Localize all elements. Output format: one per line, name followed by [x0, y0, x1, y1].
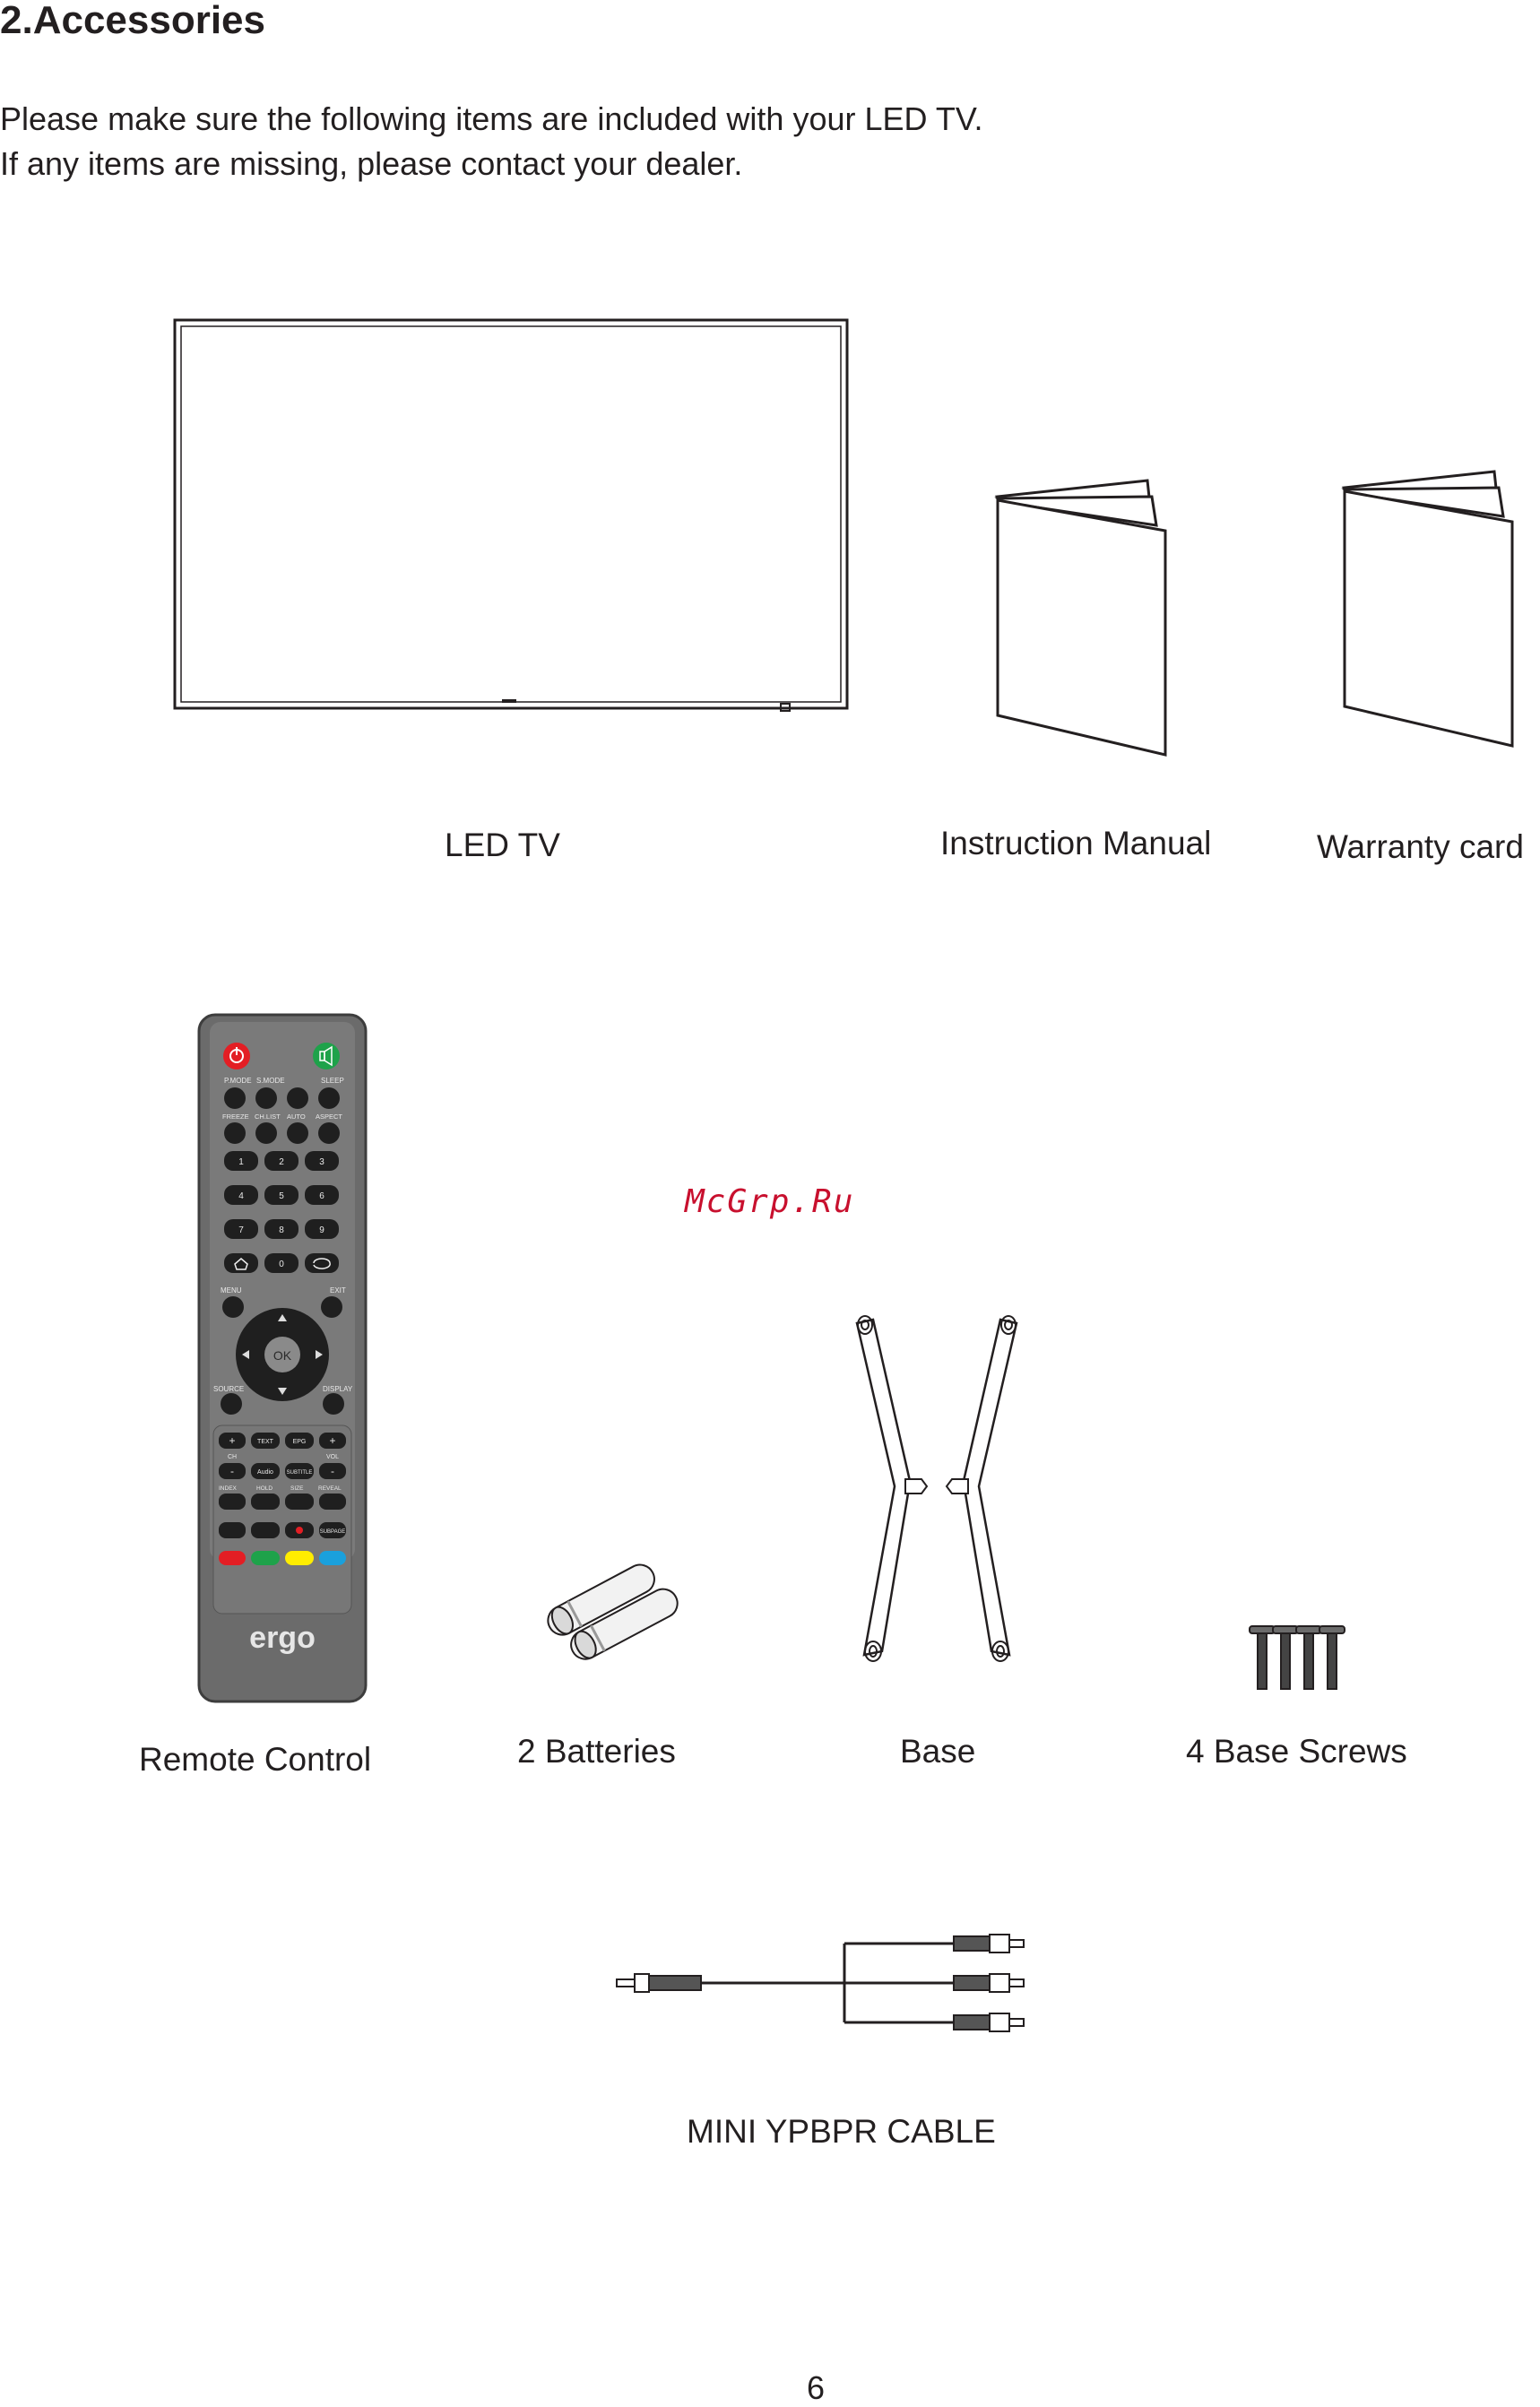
base-illustration	[855, 1315, 1018, 1662]
remote-label-hold: HOLD	[256, 1485, 273, 1492]
remote-label-display: DISPLAY	[323, 1385, 353, 1393]
remote-key-9: 9	[319, 1225, 324, 1235]
remote-label-reveal: REVEAL	[318, 1485, 342, 1492]
record-icon	[296, 1527, 303, 1534]
remote-ok-label: OK	[273, 1348, 292, 1363]
remote-label-subtitle: SUBTITLE	[287, 1470, 313, 1476]
caption-base: Base	[900, 1733, 976, 1770]
page-number: 6	[807, 2369, 826, 2406]
remote-key-3: 3	[319, 1157, 324, 1167]
svg-text:-: -	[331, 1465, 334, 1477]
left-arrow-icon	[242, 1350, 249, 1359]
remote-label-index: INDEX	[219, 1485, 238, 1492]
intro-line-2: If any items are missing, please contact…	[0, 145, 743, 182]
caption-batteries: 2 Batteries	[517, 1733, 676, 1770]
remote-label-menu: MENU	[221, 1286, 242, 1294]
remote-label-pmode: P.MODE	[224, 1077, 252, 1085]
watermark: McGrp.Ru	[685, 1183, 855, 1220]
remote-label-auto: AUTO	[287, 1113, 306, 1121]
remote-label-epg: EPG	[293, 1439, 307, 1445]
remote-label-chlist: CH.LIST	[255, 1113, 281, 1121]
svg-text:-: -	[230, 1465, 234, 1477]
caption-warranty-card: Warranty card	[1317, 828, 1524, 865]
remote-label-sleep: SLEEP	[321, 1077, 344, 1085]
warranty-card-illustration	[1341, 470, 1514, 748]
remote-label-ch: CH	[228, 1454, 237, 1460]
remote-key-0: 0	[279, 1260, 284, 1269]
red-key	[219, 1551, 246, 1565]
caption-instruction-manual: Instruction Manual	[940, 825, 1212, 861]
remote-label-smode: S.MODE	[256, 1077, 285, 1085]
led-tv-illustration	[173, 318, 849, 712]
remote-key-7: 7	[238, 1225, 244, 1235]
remote-key-2: 2	[279, 1157, 284, 1167]
remote-label-subpage: SUBPAGE	[320, 1529, 346, 1535]
remote-label-aspect: ASPECT	[316, 1113, 342, 1121]
svg-text:+: +	[229, 1434, 235, 1447]
caption-led-tv: LED TV	[445, 827, 560, 863]
right-arrow-icon	[316, 1350, 323, 1359]
remote-label-source: SOURCE	[213, 1385, 244, 1393]
remote-label-vol: VOL	[326, 1454, 339, 1460]
remote-control-illustration: P.MODE S.MODE SLEEP FREEZE CH.LIST AUTO …	[197, 1013, 368, 1703]
green-key	[251, 1551, 280, 1565]
intro-line-1: Please make sure the following items are…	[0, 100, 983, 137]
instruction-manual-illustration	[994, 479, 1167, 757]
batteries-illustration	[547, 1563, 679, 1660]
mute-button-icon	[313, 1043, 340, 1069]
caption-remote-control: Remote Control	[139, 1741, 372, 1778]
recall-icon	[313, 1258, 331, 1269]
power-button-icon	[223, 1043, 250, 1069]
remote-key-1: 1	[238, 1157, 244, 1167]
blue-key	[319, 1551, 346, 1565]
mini-ypbpr-cable-illustration	[616, 1934, 1025, 2032]
remote-key-5: 5	[279, 1191, 284, 1201]
remote-brand-logo: ergo	[249, 1621, 316, 1655]
yellow-key	[285, 1551, 314, 1565]
intro-text: Please make sure the following items are…	[0, 97, 983, 186]
remote-label-size: SIZE	[290, 1485, 304, 1492]
base-screws-illustration	[1249, 1625, 1345, 1690]
remote-key-6: 6	[319, 1191, 324, 1201]
up-arrow-icon	[278, 1314, 287, 1321]
remote-label-text: TEXT	[257, 1439, 274, 1445]
remote-label-freeze: FREEZE	[222, 1113, 249, 1121]
caption-mini-ypbpr-cable: MINI YPBPR CABLE	[687, 2113, 996, 2150]
caption-base-screws: 4 Base Screws	[1186, 1733, 1407, 1770]
home-icon	[234, 1258, 248, 1270]
remote-label-exit: EXIT	[330, 1286, 346, 1294]
down-arrow-icon	[278, 1388, 287, 1395]
remote-label-audio: Audio	[257, 1469, 273, 1476]
section-heading: 2.Accessories	[0, 0, 265, 42]
remote-key-4: 4	[238, 1191, 244, 1201]
remote-key-8: 8	[279, 1225, 284, 1235]
svg-text:+: +	[329, 1434, 335, 1447]
